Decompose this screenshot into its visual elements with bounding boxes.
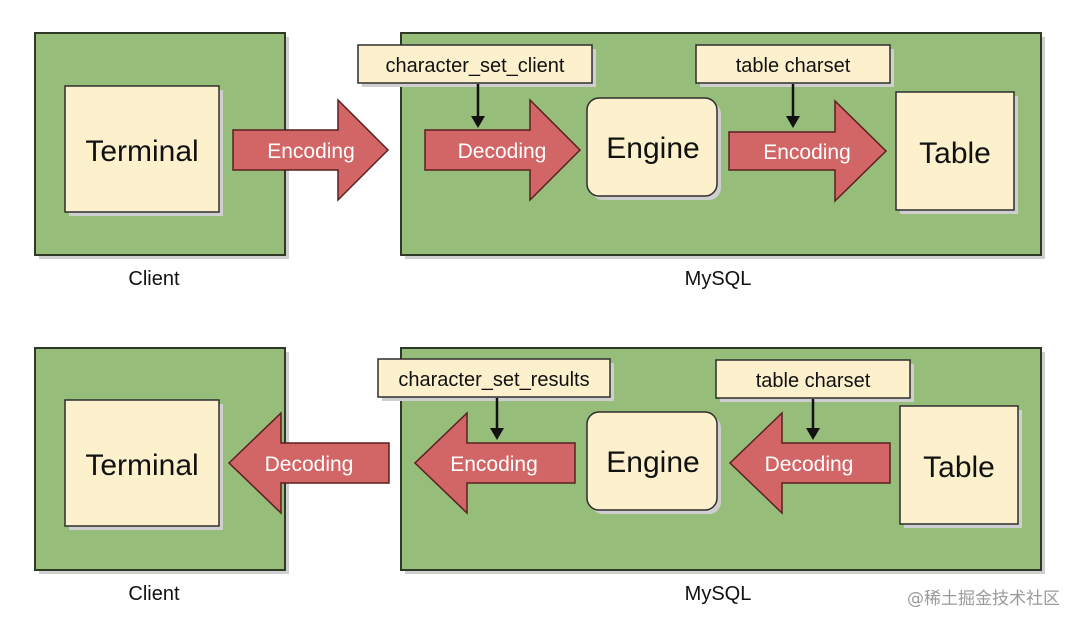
terminal-box-upper (64, 85, 220, 213)
encoding-arrow-client-to-mysql (232, 98, 390, 202)
pointer-arrow-head (490, 428, 504, 440)
table-label-lower: Table (923, 451, 995, 484)
decoding-arrow-to-engine (424, 98, 582, 202)
terminal-label-lower: Terminal (85, 449, 198, 482)
character-set-results-label: character_set_results (398, 369, 589, 391)
pointer-arrow-head (471, 116, 485, 128)
table-charset-label-box-upper (695, 44, 891, 84)
engine-label-lower: Engine (606, 446, 699, 479)
engine-label-upper: Engine (606, 132, 699, 165)
engine-box-lower (586, 411, 718, 511)
encoding-arrow-label: Encoding (763, 141, 851, 164)
character-set-results-label-box (377, 358, 611, 398)
watermark: @稀土掘金技术社区 (907, 589, 1060, 609)
client-caption-lower: Client (128, 583, 180, 605)
pointer-arrow-head (806, 428, 820, 440)
encoding-arrow-to-table (728, 99, 888, 203)
engine-box-upper (586, 97, 718, 197)
character-set-client-label-box (357, 44, 593, 84)
terminal-box-lower (64, 399, 220, 527)
decoding-arrow-from-table (728, 411, 891, 515)
encoding-arrow-label: Encoding (450, 453, 538, 476)
encoding-arrow-from-engine (413, 411, 576, 515)
table-charset-label-box-lower (715, 359, 911, 399)
table-label-upper: Table (919, 137, 991, 170)
mysql-caption-lower: MySQL (685, 583, 752, 605)
client-caption-upper: Client (128, 268, 180, 290)
table-charset-label-upper: table charset (736, 55, 851, 77)
decoding-arrow-label: Decoding (765, 453, 854, 476)
table-charset-label-lower: table charset (756, 370, 871, 392)
mysql-caption-upper: MySQL (685, 268, 752, 290)
terminal-label-upper: Terminal (85, 135, 198, 168)
table-box-upper (895, 91, 1015, 211)
encoding-arrow-label: Encoding (267, 140, 355, 163)
pointer-arrow-head (786, 116, 800, 128)
table-box-lower (899, 405, 1019, 525)
decoding-arrow-mysql-to-client (227, 411, 390, 515)
decoding-arrow-label: Decoding (265, 453, 354, 476)
decoding-arrow-label: Decoding (458, 140, 547, 163)
character-set-client-label: character_set_client (386, 55, 565, 77)
upper-row: Terminal Client MySQL Encoding Decoding … (34, 32, 1045, 290)
lower-row: Terminal Client MySQL Decoding Encoding … (34, 347, 1045, 605)
